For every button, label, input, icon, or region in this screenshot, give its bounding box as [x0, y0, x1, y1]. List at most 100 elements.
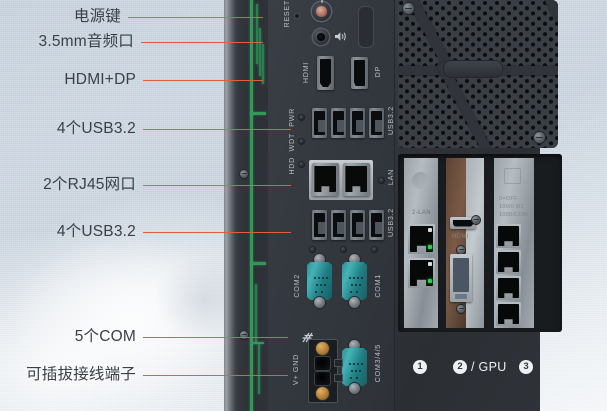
- usb-port[interactable]: [331, 108, 346, 138]
- ground-symbol-icon: [302, 332, 313, 343]
- callout-audio-jack: 3.5mm音频口: [0, 32, 263, 52]
- usb-port[interactable]: [312, 108, 327, 138]
- usb-tongue: [317, 221, 326, 234]
- audio-jack-3.5mm[interactable]: [313, 29, 329, 45]
- lan-port[interactable]: [312, 163, 339, 196]
- com345-label: COM3/4/5: [373, 344, 382, 383]
- hdmi-port[interactable]: [317, 56, 334, 90]
- gpu-bracket-screw: [457, 305, 465, 313]
- card-silkscreen: 0=OFF: [499, 196, 518, 202]
- lan-port[interactable]: [408, 258, 435, 288]
- usb-port[interactable]: [369, 108, 384, 138]
- hdd-led-label: HDD: [287, 157, 296, 175]
- hdd-led: [299, 162, 304, 167]
- ventilation-grille: [398, 0, 558, 148]
- gpu-bracket-screw: [457, 246, 465, 254]
- serial-screw: [349, 340, 360, 351]
- serial-connector: [307, 262, 332, 300]
- callout-label: 4个USB3.2: [56, 223, 136, 240]
- callout-leader-line: [143, 336, 288, 338]
- chassis-left-rail: [224, 0, 268, 411]
- usb-tongue: [317, 119, 326, 132]
- lan-activity-led: [428, 279, 432, 283]
- callout-label: HDMI+DP: [64, 71, 136, 88]
- audio-jack-hole: [317, 33, 325, 41]
- gpu-hdmi-port[interactable]: [450, 217, 476, 229]
- serial-pins: [348, 360, 365, 384]
- callout-label: 2个RJ45网口: [43, 176, 136, 193]
- lan-port[interactable]: [496, 276, 521, 300]
- hdmi-port-opening: [319, 59, 332, 87]
- usb-port-opening: [333, 212, 345, 238]
- usb-tongue: [336, 119, 345, 132]
- gpu-label: / GPU: [471, 360, 507, 374]
- expansion-card-slot2-gpu: HDMI: [446, 158, 484, 328]
- pcb-trace: [250, 342, 264, 345]
- pcb-trace: [258, 344, 260, 394]
- lan-port[interactable]: [496, 224, 521, 248]
- usb-port-opening: [352, 212, 364, 238]
- serial-port-com345[interactable]: [340, 340, 369, 394]
- gpu-dvi-blade: [455, 294, 467, 299]
- bracket-emboss: [412, 172, 429, 189]
- pwr-led: [299, 115, 304, 120]
- usb-tongue: [374, 119, 383, 132]
- usb-port-opening: [352, 110, 364, 136]
- callout-usb-bottom: 4个USB3.2: [0, 222, 291, 242]
- gpu-bracket-screw: [472, 216, 480, 224]
- power-button[interactable]: [312, 0, 331, 21]
- usb-port[interactable]: [369, 210, 384, 240]
- callout-label: 3.5mm音频口: [38, 33, 134, 50]
- pcb-trace: [255, 284, 257, 344]
- expansion-card-slot1: 2-LAN: [404, 158, 438, 328]
- pcb-trace: [250, 0, 253, 114]
- gpu-dvi-opening: [453, 258, 469, 292]
- gpu-hdmi-silk: HDMI: [452, 234, 469, 240]
- callout-leader-line: [143, 231, 291, 233]
- slot-number-3: 3: [519, 360, 533, 374]
- slot-number-1: 1: [413, 360, 427, 374]
- reset-label: RESET: [282, 0, 291, 28]
- usb-port[interactable]: [331, 210, 346, 240]
- usb-port[interactable]: [350, 108, 365, 138]
- reset-pinhole[interactable]: [295, 14, 299, 18]
- pluggable-terminal-block[interactable]: [308, 339, 343, 403]
- usb-port[interactable]: [312, 210, 327, 240]
- com2-label: COM2: [292, 274, 301, 298]
- card-silkscreen: 100/0 R1: [499, 204, 524, 210]
- lan-port-opening: [314, 166, 337, 192]
- gpu-bracket-strip: [466, 158, 484, 328]
- usb-port-opening: [371, 110, 383, 136]
- vent-handle: [443, 60, 503, 78]
- gpu-dvi-port[interactable]: [450, 254, 472, 302]
- serial-screw: [314, 297, 325, 308]
- usb-tongue: [336, 221, 345, 234]
- callout-terminal-block: 可插拔接线端子: [0, 365, 288, 385]
- rear-io-face: RESET HDMI DP: [268, 0, 562, 411]
- serial-port-com1[interactable]: [340, 254, 369, 308]
- lan-port[interactable]: [496, 250, 521, 274]
- usb-port[interactable]: [350, 210, 365, 240]
- callout-leader-line: [143, 128, 291, 130]
- lan-port[interactable]: [408, 224, 435, 254]
- terminal-latch: [334, 359, 343, 367]
- lan-port[interactable]: [343, 163, 370, 196]
- panel-dot: [372, 247, 377, 252]
- lan-port-opening: [410, 260, 433, 286]
- panel-dot: [341, 247, 346, 252]
- serial-port-com2[interactable]: [305, 254, 334, 308]
- callout-usb-top: 4个USB3.2: [0, 119, 291, 139]
- lan-link-led: [428, 262, 432, 266]
- panel-dot: [310, 247, 315, 252]
- terminal-screw[interactable]: [316, 342, 329, 355]
- power-led: [316, 6, 327, 17]
- lan-port[interactable]: [496, 302, 521, 326]
- displayport-port[interactable]: [351, 57, 368, 89]
- wdt-led: [299, 139, 304, 144]
- terminal-contact: [315, 357, 330, 370]
- callout-leader-line: [143, 184, 291, 186]
- lan-port-opening: [345, 166, 368, 192]
- terminal-screw[interactable]: [316, 387, 329, 400]
- slot-number-badge: 1: [413, 360, 427, 374]
- serial-screw: [349, 254, 360, 265]
